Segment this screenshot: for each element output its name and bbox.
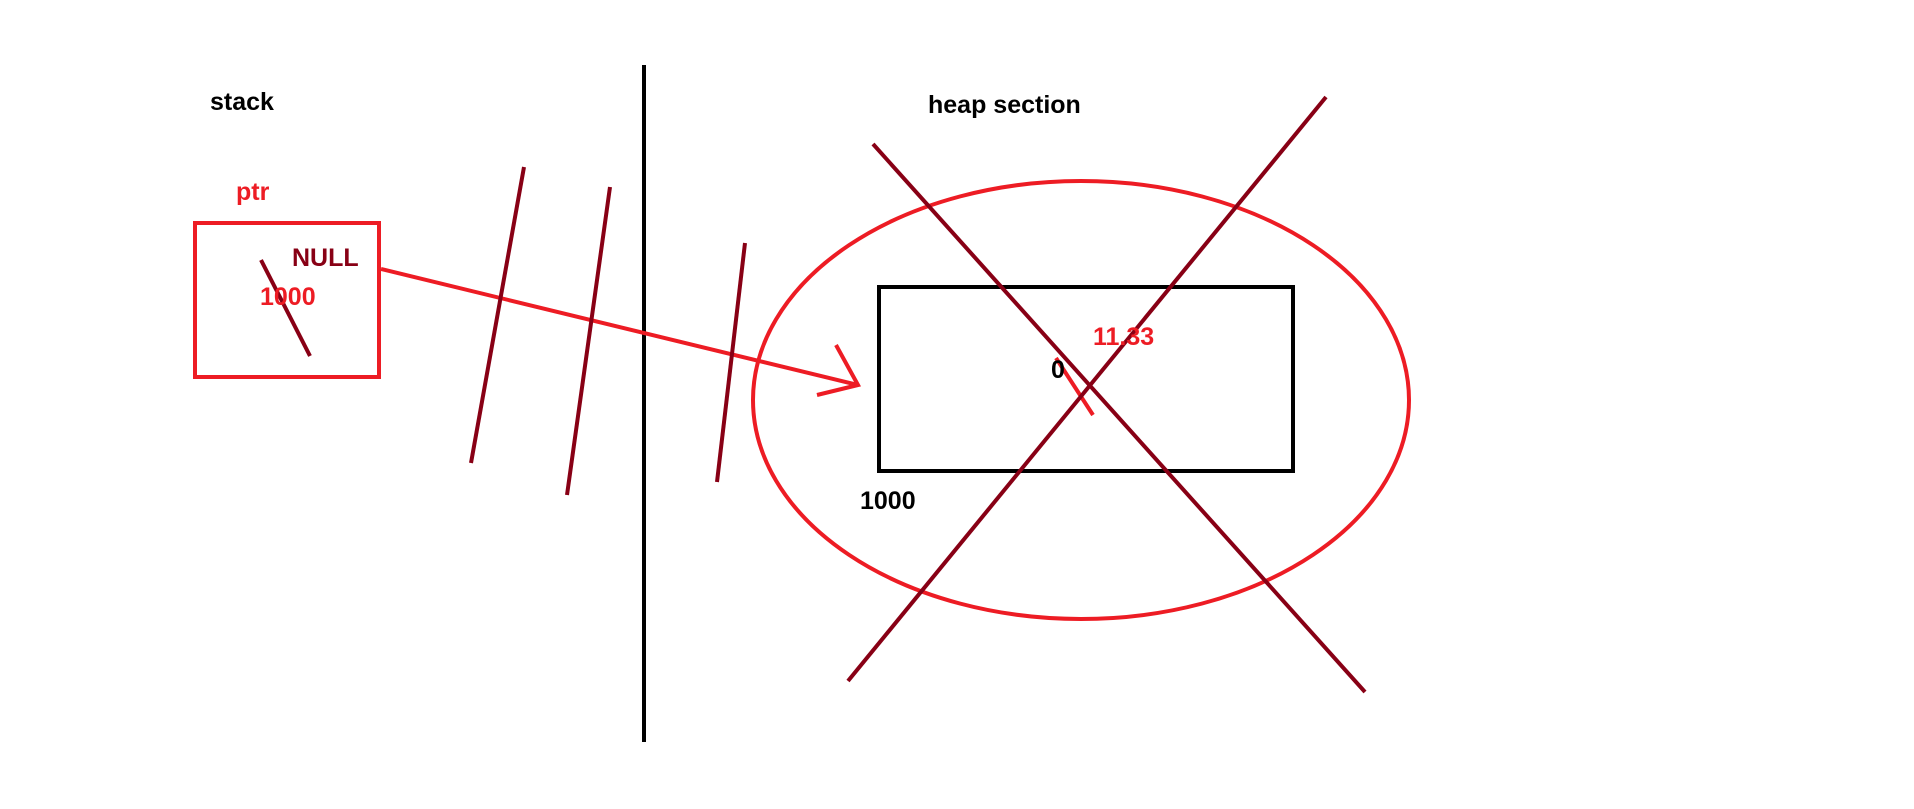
heap-new-value: 11.33 [1093,323,1155,351]
pointer-old-address: 1000 [260,283,316,311]
heap-old-value: 0 [1051,356,1065,384]
pointer-null-value: NULL [292,244,359,272]
old-address-strike [259,259,312,357]
pointer-arrowhead [816,344,862,397]
heap-cross-line-1 [871,142,1367,694]
heap-cross-line-2 [846,95,1328,683]
pointer-arrow-line [380,267,859,387]
pointer-box [193,221,381,379]
heap-title: heap section [928,91,1081,119]
heap-block [877,285,1295,473]
heap-block-address: 1000 [860,487,916,515]
heap-region [751,179,1411,621]
break-mark-1 [469,166,526,464]
pointer-name-label: ptr [236,178,270,206]
stack-title: stack [210,88,274,116]
break-mark-3 [715,242,747,483]
old-value-strike [1054,356,1095,417]
break-mark-2 [565,186,612,496]
